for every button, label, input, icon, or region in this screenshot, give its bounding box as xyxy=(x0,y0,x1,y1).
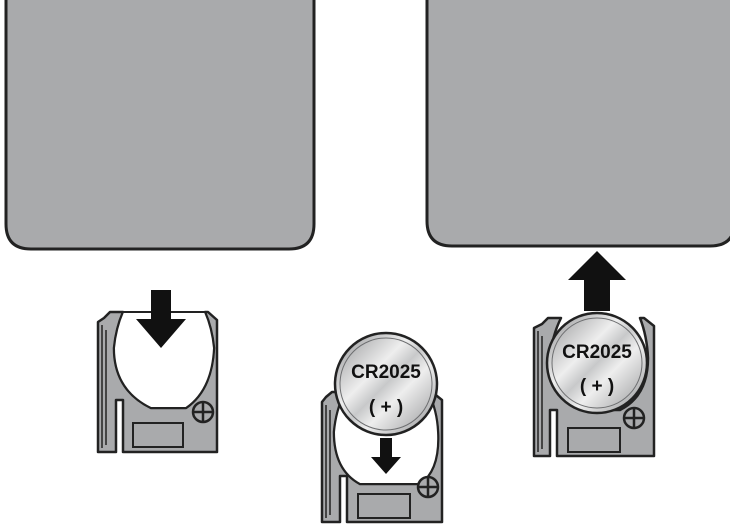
coin-battery: CR2025 ( + ) xyxy=(333,331,439,437)
arrow-down-icon xyxy=(136,290,186,348)
remote-body-right xyxy=(425,0,730,248)
screw-icon xyxy=(622,406,646,430)
battery-model-label: CR2025 xyxy=(562,342,632,363)
arrow-down-icon xyxy=(371,438,401,474)
battery-model-label: CR2025 xyxy=(351,362,421,383)
screw-icon xyxy=(191,400,215,424)
holder-label-plate xyxy=(132,422,184,448)
battery-holder-empty xyxy=(96,290,219,454)
battery-polarity-label: ( + ) xyxy=(580,376,614,397)
arrow-up-icon xyxy=(568,251,626,311)
screw-icon xyxy=(416,475,440,499)
remote-body-left xyxy=(4,0,316,251)
battery-holder-seated: CR2025 ( + ) xyxy=(532,251,656,458)
holder-label-plate xyxy=(357,493,411,519)
battery-holder-inserting: CR2025 ( + ) xyxy=(320,331,444,524)
battery-slot xyxy=(112,311,216,409)
holder-label-plate xyxy=(567,427,621,453)
coin-battery: CR2025 ( + ) xyxy=(545,311,649,415)
battery-polarity-label: ( + ) xyxy=(369,397,403,418)
